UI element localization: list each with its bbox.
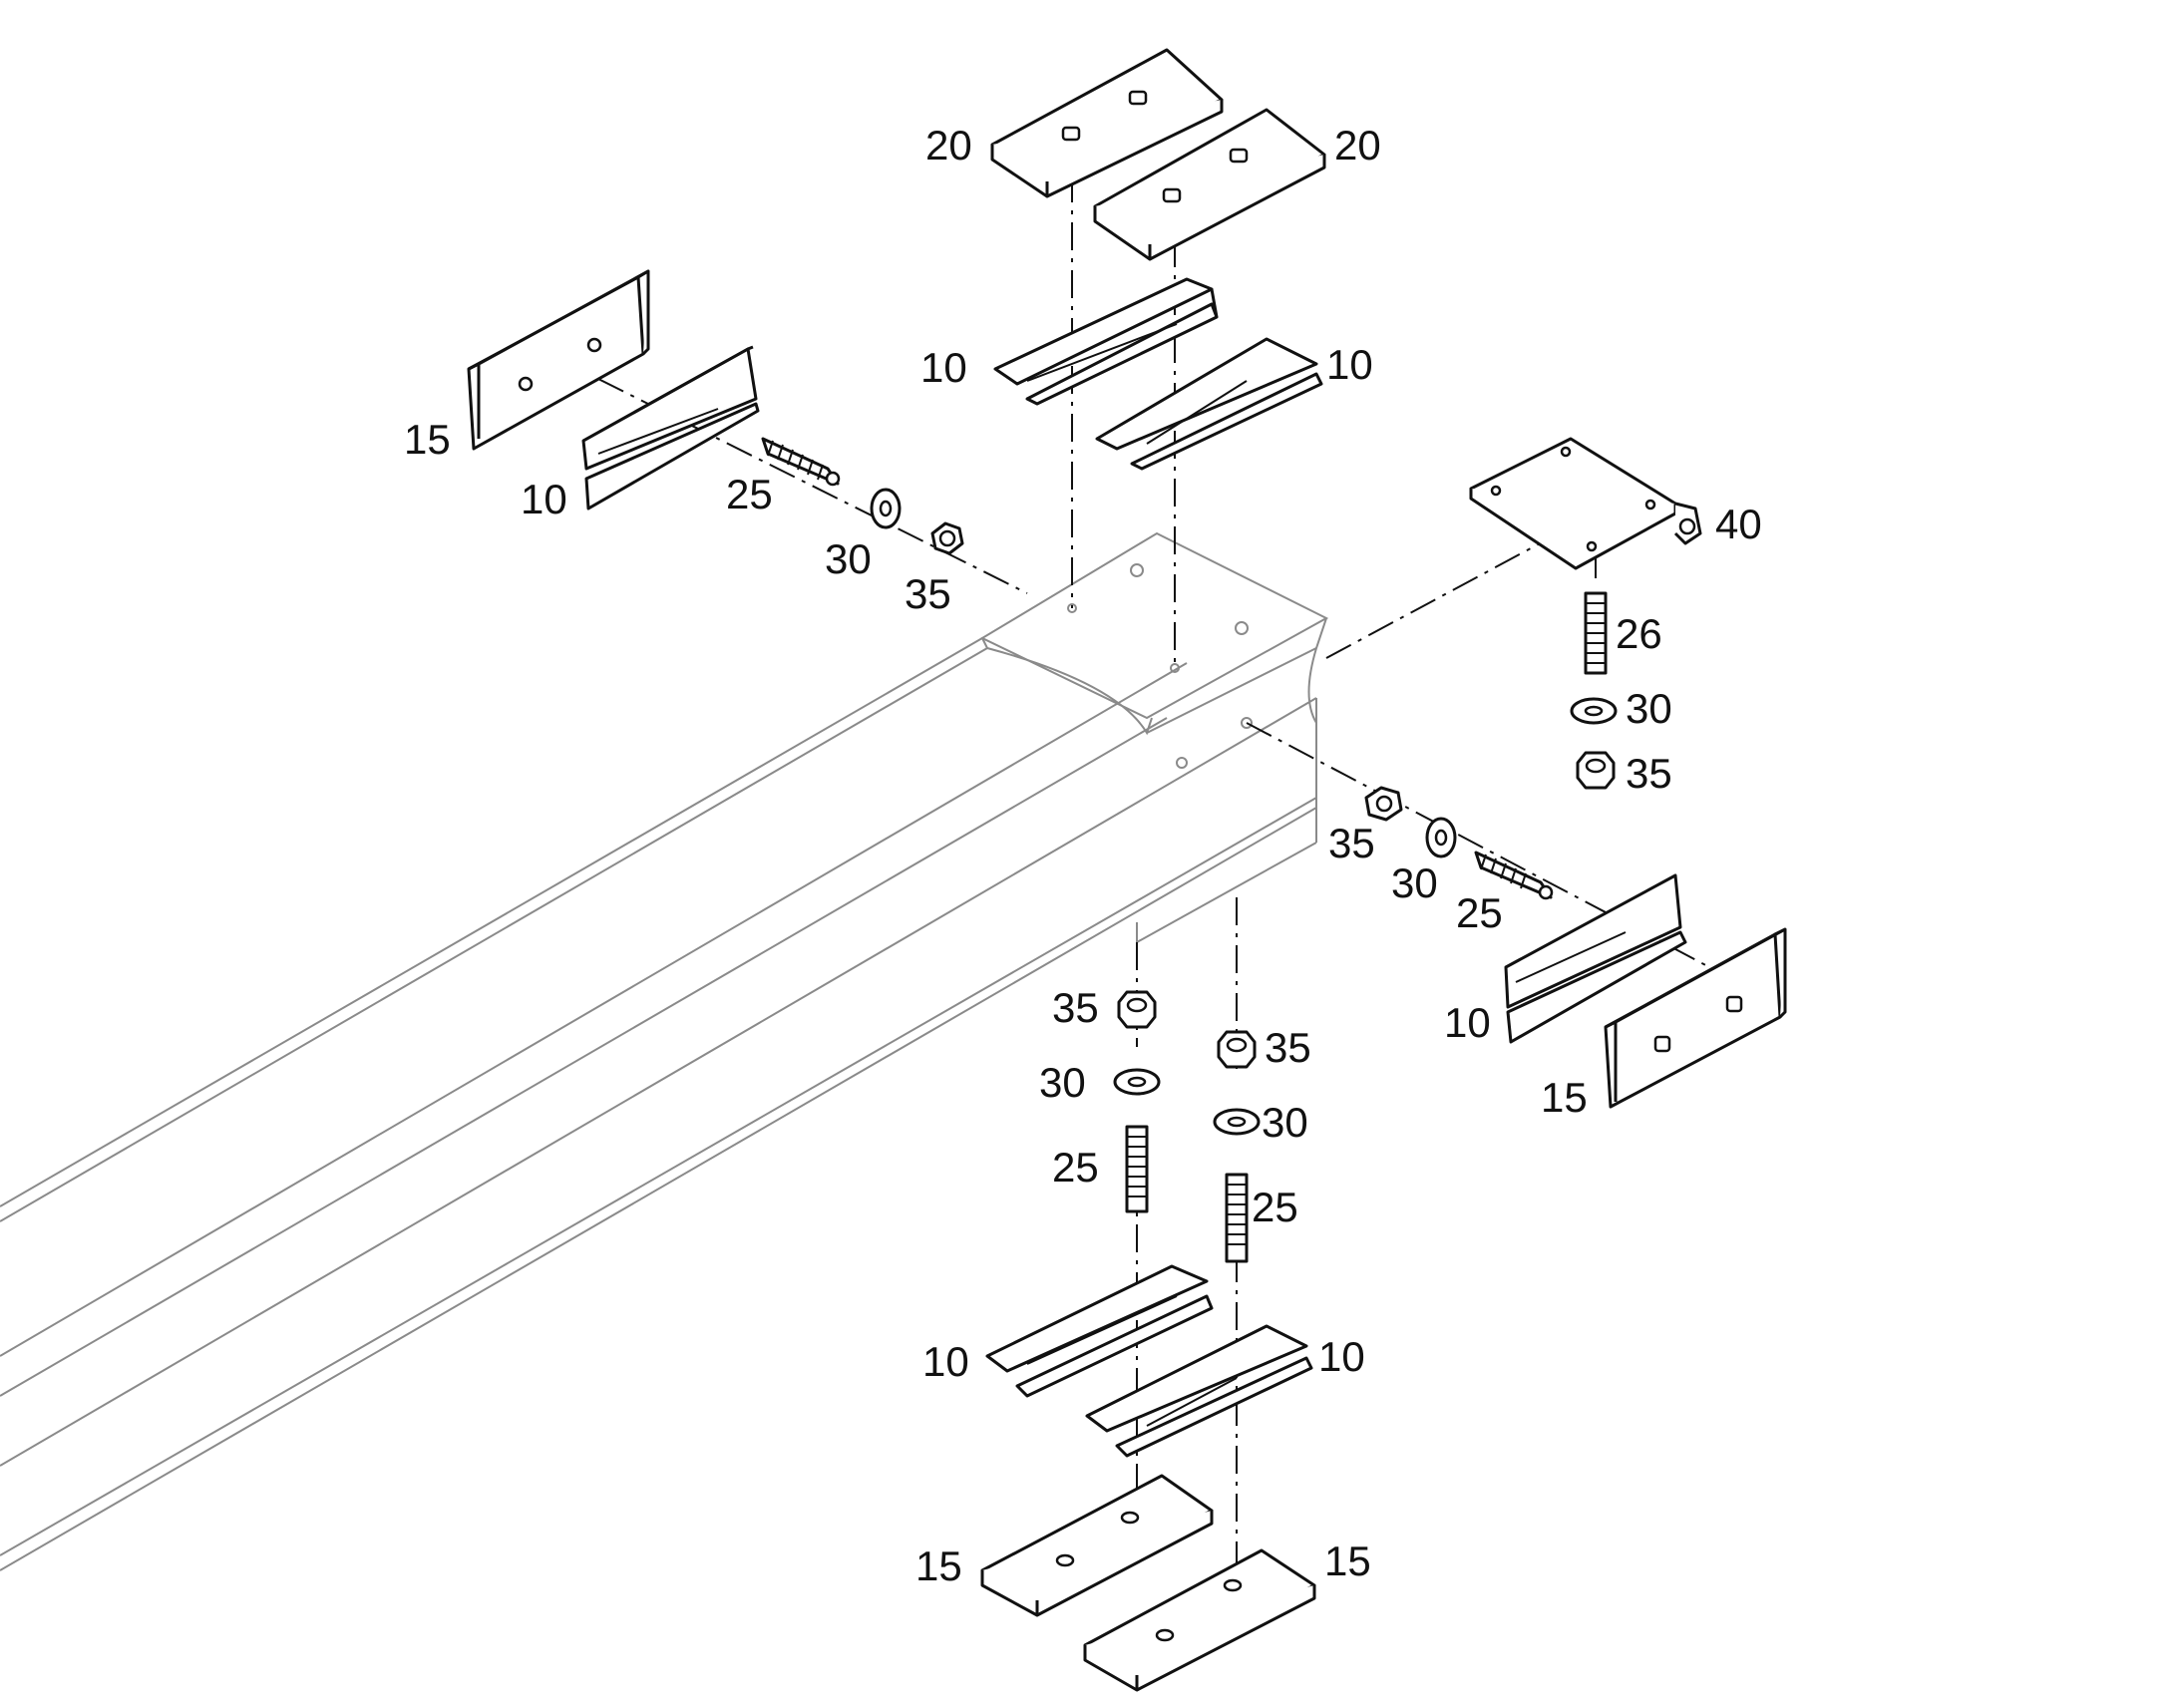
bottom-plate-15-b [1083, 1548, 1316, 1692]
mounting-block [979, 531, 1329, 769]
label-20: 20 [925, 122, 972, 169]
bottom-washer-30-left [1113, 1068, 1161, 1096]
side-nut-35 [1364, 786, 1403, 822]
bottom-bolt-25-left [1125, 1125, 1149, 1213]
label-35: 35 [1328, 820, 1375, 866]
label-15: 15 [1541, 1074, 1588, 1121]
right-bolt-26 [1584, 591, 1608, 675]
bottom-bolt-25-right [1225, 1173, 1249, 1263]
part-labels: 20 20 10 10 15 10 25 30 35 40 26 30 35 3… [404, 122, 1762, 1589]
label-10: 10 [1318, 1333, 1365, 1380]
left-nut-35 [930, 521, 964, 555]
label-30: 30 [1626, 685, 1672, 732]
label-35: 35 [1052, 984, 1099, 1031]
label-26: 26 [1616, 610, 1662, 657]
label-25: 25 [1052, 1144, 1099, 1191]
side-washer-30 [1425, 817, 1457, 858]
label-25: 25 [726, 471, 773, 517]
right-bracket-40 [1469, 437, 1702, 570]
bottom-nut-35-left [1117, 990, 1157, 1029]
label-30: 30 [1391, 859, 1438, 906]
top-plate-20-a [990, 48, 1224, 198]
label-30: 30 [1039, 1059, 1086, 1106]
bottom-shim-10-a [985, 1264, 1214, 1398]
top-shim-10-b [1095, 337, 1323, 471]
top-shim-10-a [993, 277, 1219, 406]
left-bolt-25 [761, 437, 841, 487]
bottom-plate-15-a [980, 1474, 1214, 1617]
label-25: 25 [1456, 889, 1503, 936]
label-20: 20 [1334, 122, 1381, 169]
label-10: 10 [920, 344, 967, 391]
bottom-shim-10-b [1085, 1324, 1313, 1458]
label-10: 10 [1444, 999, 1491, 1046]
label-25: 25 [1252, 1184, 1298, 1230]
label-35: 35 [905, 570, 951, 617]
label-15: 15 [1324, 1537, 1371, 1584]
label-10: 10 [1326, 341, 1373, 388]
bottom-nut-35-right [1217, 1030, 1257, 1069]
label-15: 15 [915, 1542, 962, 1589]
label-40: 40 [1715, 501, 1762, 547]
label-35: 35 [1626, 750, 1672, 797]
right-shim-10 [1504, 873, 1687, 1044]
top-plate-20-b [1093, 108, 1326, 261]
right-nut-35 [1576, 751, 1616, 790]
right-plate-15 [1604, 927, 1787, 1109]
bottom-washer-30-right [1213, 1108, 1261, 1136]
left-washer-30 [870, 488, 902, 529]
side-bolt-25 [1474, 851, 1554, 900]
left-plate-15 [467, 269, 650, 451]
label-10: 10 [521, 476, 567, 522]
label-15: 15 [404, 416, 451, 463]
label-30: 30 [1262, 1099, 1308, 1146]
left-shim-10 [581, 345, 760, 511]
label-30: 30 [825, 535, 872, 582]
beam [0, 637, 1317, 1571]
right-washer-30 [1570, 697, 1618, 725]
label-35: 35 [1265, 1024, 1311, 1071]
label-10: 10 [922, 1338, 969, 1385]
